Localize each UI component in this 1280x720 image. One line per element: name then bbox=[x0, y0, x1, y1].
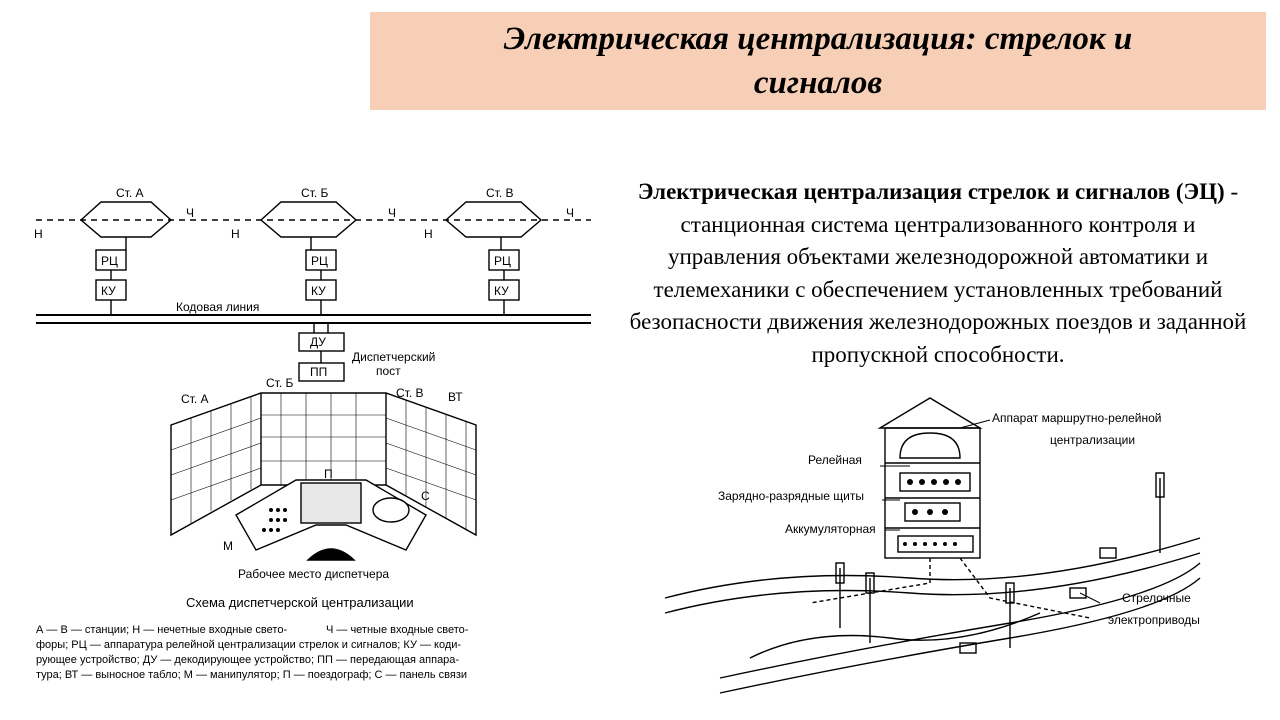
station-v-label: Ст. В bbox=[486, 186, 514, 200]
legend-line-3: рующее устройство; ДУ — декодирующее уст… bbox=[36, 654, 459, 666]
relay-centralization-diagram: Аппарат маршрутно-релейной централизации… bbox=[664, 397, 1201, 694]
code-line-label: Кодовая линия bbox=[176, 300, 259, 314]
label-n-b: Н bbox=[231, 227, 240, 241]
board-station-v: Ст. В bbox=[396, 386, 424, 400]
label-pp: ПП bbox=[310, 365, 327, 379]
label-du: ДУ bbox=[310, 335, 326, 349]
apparatus-label-line1: Аппарат маршрутно-релейной bbox=[992, 411, 1161, 425]
dispatch-post-line1: Диспетчерский bbox=[352, 350, 435, 364]
label-ch-b: Ч bbox=[388, 206, 396, 220]
label-ku-b: КУ bbox=[311, 284, 326, 298]
legend-line-4: тура; ВТ — выносное табло; М — манипулят… bbox=[36, 669, 467, 681]
station-b-label: Ст. Б bbox=[301, 186, 329, 200]
label-ku-v: КУ bbox=[494, 284, 509, 298]
legend-line-1-right: Ч — четные входные свето- bbox=[326, 624, 469, 636]
relay-room-label: Релейная bbox=[808, 453, 862, 467]
label-ku-a: КУ bbox=[101, 284, 116, 298]
definition-body: - станционная система централизованного … bbox=[629, 179, 1247, 367]
apparatus-label-line2: централизации bbox=[1050, 433, 1135, 447]
label-rc-b: РЦ bbox=[311, 254, 328, 268]
drives-label-line2: электроприводы bbox=[1108, 613, 1200, 627]
definition-text: Электрическая централизация стрелок и си… bbox=[622, 176, 1254, 371]
label-rc-v: РЦ bbox=[494, 254, 511, 268]
board-station-b: Ст. Б bbox=[266, 376, 294, 390]
label-n-v: Н bbox=[424, 227, 433, 241]
page-title: Электрическая централизация: стрелок и с… bbox=[503, 21, 1133, 101]
charge-panels-label: Зарядно-разрядные щиты bbox=[718, 489, 864, 503]
title-band: Электрическая централизация: стрелок и с… bbox=[370, 12, 1266, 110]
diagram-caption: Схема диспетчерской централизации bbox=[186, 595, 414, 610]
station-a-label: Ст. А bbox=[116, 186, 144, 200]
label-n-a: Н bbox=[34, 227, 43, 241]
dispatch-centralization-diagram: Ст. А Ст. Б Ст. В Н Н Н Ч Ч Ч РЦ РЦ РЦ К… bbox=[34, 186, 591, 681]
label-vt: ВТ bbox=[448, 390, 463, 404]
drives-label-line1: Стрелочные bbox=[1122, 591, 1191, 605]
label-rc-a: РЦ bbox=[101, 254, 118, 268]
label-m: М bbox=[223, 539, 233, 553]
board-station-a: Ст. А bbox=[181, 392, 209, 406]
legend-line-1: А — В — станции; Н — нечетные входные св… bbox=[36, 624, 287, 636]
legend-line-2: форы; РЦ — аппаратура релейной централиз… bbox=[36, 639, 461, 651]
workplace-label: Рабочее место диспетчера bbox=[238, 567, 389, 581]
definition-term: Электрическая централизация стрелок и си… bbox=[637, 179, 1225, 204]
label-s: С bbox=[421, 489, 430, 503]
battery-room-label: Аккумуляторная bbox=[785, 522, 876, 536]
label-p: П bbox=[324, 467, 333, 481]
label-ch-v: Ч bbox=[566, 206, 574, 220]
dispatch-post-line2: пост bbox=[376, 364, 401, 378]
label-ch-a: Ч bbox=[186, 206, 194, 220]
